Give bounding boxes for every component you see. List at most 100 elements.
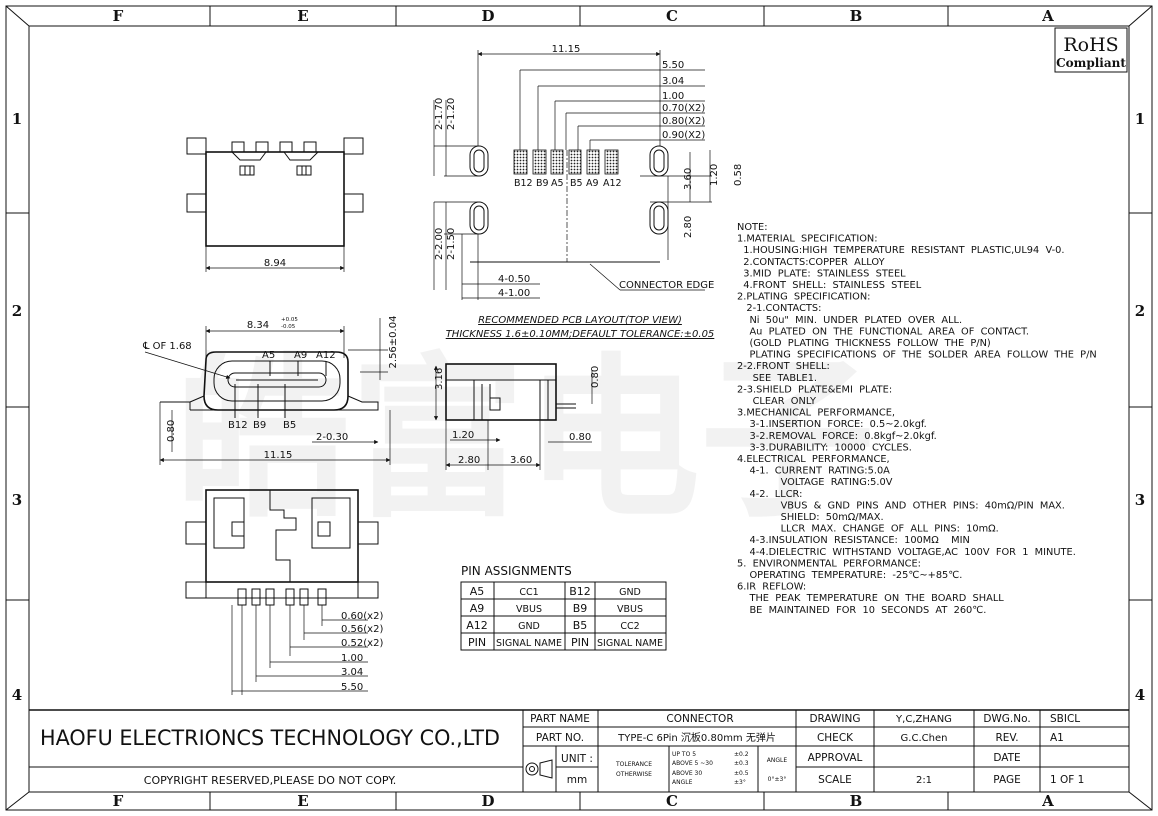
angle-label: ANGLE (767, 757, 788, 764)
pin-label: B9 (536, 178, 549, 189)
pin-label: A12 (316, 350, 336, 361)
col-label: A (1041, 792, 1054, 810)
drawing-label: DRAWING (809, 713, 860, 725)
dim-label: 3.16 (434, 368, 445, 390)
dim-label: 0.80 (166, 420, 177, 442)
scale-label: SCALE (818, 774, 852, 786)
pin-label: A5 (262, 350, 275, 361)
note-line: SHIELD: 50mΩ/MAX. (737, 512, 884, 523)
pin-table-cell: VBUS (617, 604, 643, 615)
note-line: 1.MATERIAL SPECIFICATION: (737, 234, 878, 245)
pin-table-cell: B5 (573, 619, 588, 632)
pin-assignments-table: PIN ASSIGNMENTS (460, 564, 667, 651)
pin-table-cell: B12 (569, 585, 591, 598)
row-label: 2 (1135, 302, 1145, 320)
note-line: Ni 50u" MIN. UNDER PLATED OVER ALL. (737, 315, 962, 326)
connector-edge-label: CONNECTOR EDGE (619, 280, 714, 291)
approval-label: APPROVAL (808, 752, 863, 764)
dim-tolerance-upper: +0.05 (281, 317, 298, 323)
col-label: E (297, 7, 308, 25)
note-line: VOLTAGE RATING:5.0V (737, 477, 893, 488)
dim-label: 1.20 (452, 430, 474, 441)
pin-table-cell: A5 (470, 585, 485, 598)
dim-label: 0.56(x2) (341, 624, 383, 635)
col-label: F (113, 792, 124, 810)
rev-label: REV. (995, 732, 1018, 744)
tolerance-range: UP TO 5 (672, 751, 696, 758)
pin-label: A9 (294, 350, 307, 361)
dim-label: 0.80 (590, 366, 601, 388)
dim-label: 11.15 (552, 44, 581, 55)
note-line: 2-1.CONTACTS: (737, 303, 821, 314)
dim-label: 8.94 (264, 258, 286, 269)
pin-table-cell: A12 (466, 619, 488, 632)
rohs-badge: RoHS Compliant (1054, 27, 1128, 73)
pin-label: B9 (253, 420, 266, 431)
pin-label: B5 (283, 420, 296, 431)
dim-label: 1.00 (662, 91, 684, 102)
row-label: 3 (1135, 491, 1145, 509)
row-label: 4 (1135, 686, 1145, 704)
pcb-caption-thickness: THICKNESS 1.6±0.10MM;DEFAULT TOLERANCE:±… (446, 329, 715, 340)
tolerance-range: ANGLE (672, 779, 693, 786)
note-line: PLATING SPECIFICATIONS OF THE SOLDER ARE… (737, 350, 1097, 361)
page-value: 1 OF 1 (1050, 774, 1084, 786)
pin-table-cell: PIN (571, 636, 589, 649)
pin-label: A12 (603, 178, 622, 189)
note-line: Au PLATED ON THE FUNCTIONAL AREA OF CONT… (737, 326, 1029, 337)
note-line: 3-1.INSERTION FORCE: 0.5~2.0kgf. (737, 419, 927, 430)
pin-table-cell: GND (518, 621, 540, 632)
title-block: HAOFU ELECTRIONCS TECHNOLOGY CO.,LTD COP… (29, 709, 1129, 792)
note-line: 2-2.FRONT SHELL: (737, 361, 830, 372)
pin-label: B5 (570, 178, 583, 189)
part-name-label: PART NAME (530, 713, 590, 725)
note-line: NOTE: (737, 222, 768, 233)
col-label: C (666, 792, 678, 810)
front-view-drawing: 8.34 +0.05 -0.05 2.56±0.04 ℄ OF 1.68 A5 … (142, 316, 399, 465)
note-line: CLEAR ONLY (737, 396, 816, 407)
dim-label: 0.58 (733, 164, 744, 186)
pin-table-cell: SIGNAL NAME (597, 638, 663, 649)
pin-label: B12 (514, 178, 533, 189)
note-line: 3.MECHANICAL PERFORMANCE, (737, 408, 895, 419)
angle-value: 0°±3° (768, 776, 787, 783)
dim-label: 4-0.50 (498, 274, 530, 285)
dim-label: 3.60 (510, 455, 532, 466)
dwg-label: DWG.No. (983, 713, 1030, 725)
pin-label: B12 (228, 420, 248, 431)
pcb-caption-title: RECOMMENDED PCB LAYOUT(TOP VIEW) (478, 315, 682, 326)
tolerance-value: ±0.3 (734, 760, 749, 767)
pin-table-cell: CC1 (519, 587, 538, 598)
note-line: VBUS & GND PINS AND OTHER PINS: 40mΩ/PIN… (737, 500, 1065, 511)
note-line: THE PEAK TEMPERATURE ON THE BOARD SHALL (737, 593, 1004, 604)
col-label: D (481, 792, 494, 810)
pin-label: A5 (551, 178, 564, 189)
tolerance-value: ±0.5 (734, 770, 749, 777)
note-line: 4-3.INSULATION RESISTANCE: 100MΩ MIN (737, 535, 970, 546)
pin-table-cell: A9 (470, 602, 485, 615)
unit-value: mm (567, 774, 587, 786)
dim-label: 8.34 (247, 320, 269, 331)
check-label: CHECK (817, 732, 854, 744)
scale-value: 2:1 (916, 775, 932, 786)
dim-label: 11.15 (264, 450, 293, 461)
row-label: 4 (12, 686, 22, 704)
dim-label: 1.20 (709, 164, 720, 186)
unit-label: UNIT : (561, 753, 593, 765)
pin-table-cell: B9 (573, 602, 588, 615)
dim-label: 2-0.30 (316, 432, 348, 443)
side-view-drawing: 3.16 0.80 1.20 0.80 2.80 3.60 (433, 363, 601, 470)
dim-label: 2-1.50 (446, 228, 457, 260)
note-line: LLCR MAX. CHANGE OF ALL PINS: 10mΩ. (737, 524, 999, 535)
company-name: HAOFU ELECTRIONCS TECHNOLOGY CO.,LTD (40, 726, 500, 750)
dwg-value: SBICL (1050, 713, 1080, 725)
col-label: E (297, 792, 308, 810)
row-label: 3 (12, 491, 22, 509)
rev-value: A1 (1050, 732, 1064, 744)
notes-block: NOTE:1.MATERIAL SPECIFICATION: 1.HOUSING… (737, 222, 1097, 616)
dim-label: 2-2.00 (434, 228, 445, 260)
pin-table-cell: PIN (468, 636, 486, 649)
note-line: 3-2.REMOVAL FORCE: 0.8kgf~2.0kgf. (737, 431, 937, 442)
pin-table-cell: SIGNAL NAME (496, 638, 562, 649)
